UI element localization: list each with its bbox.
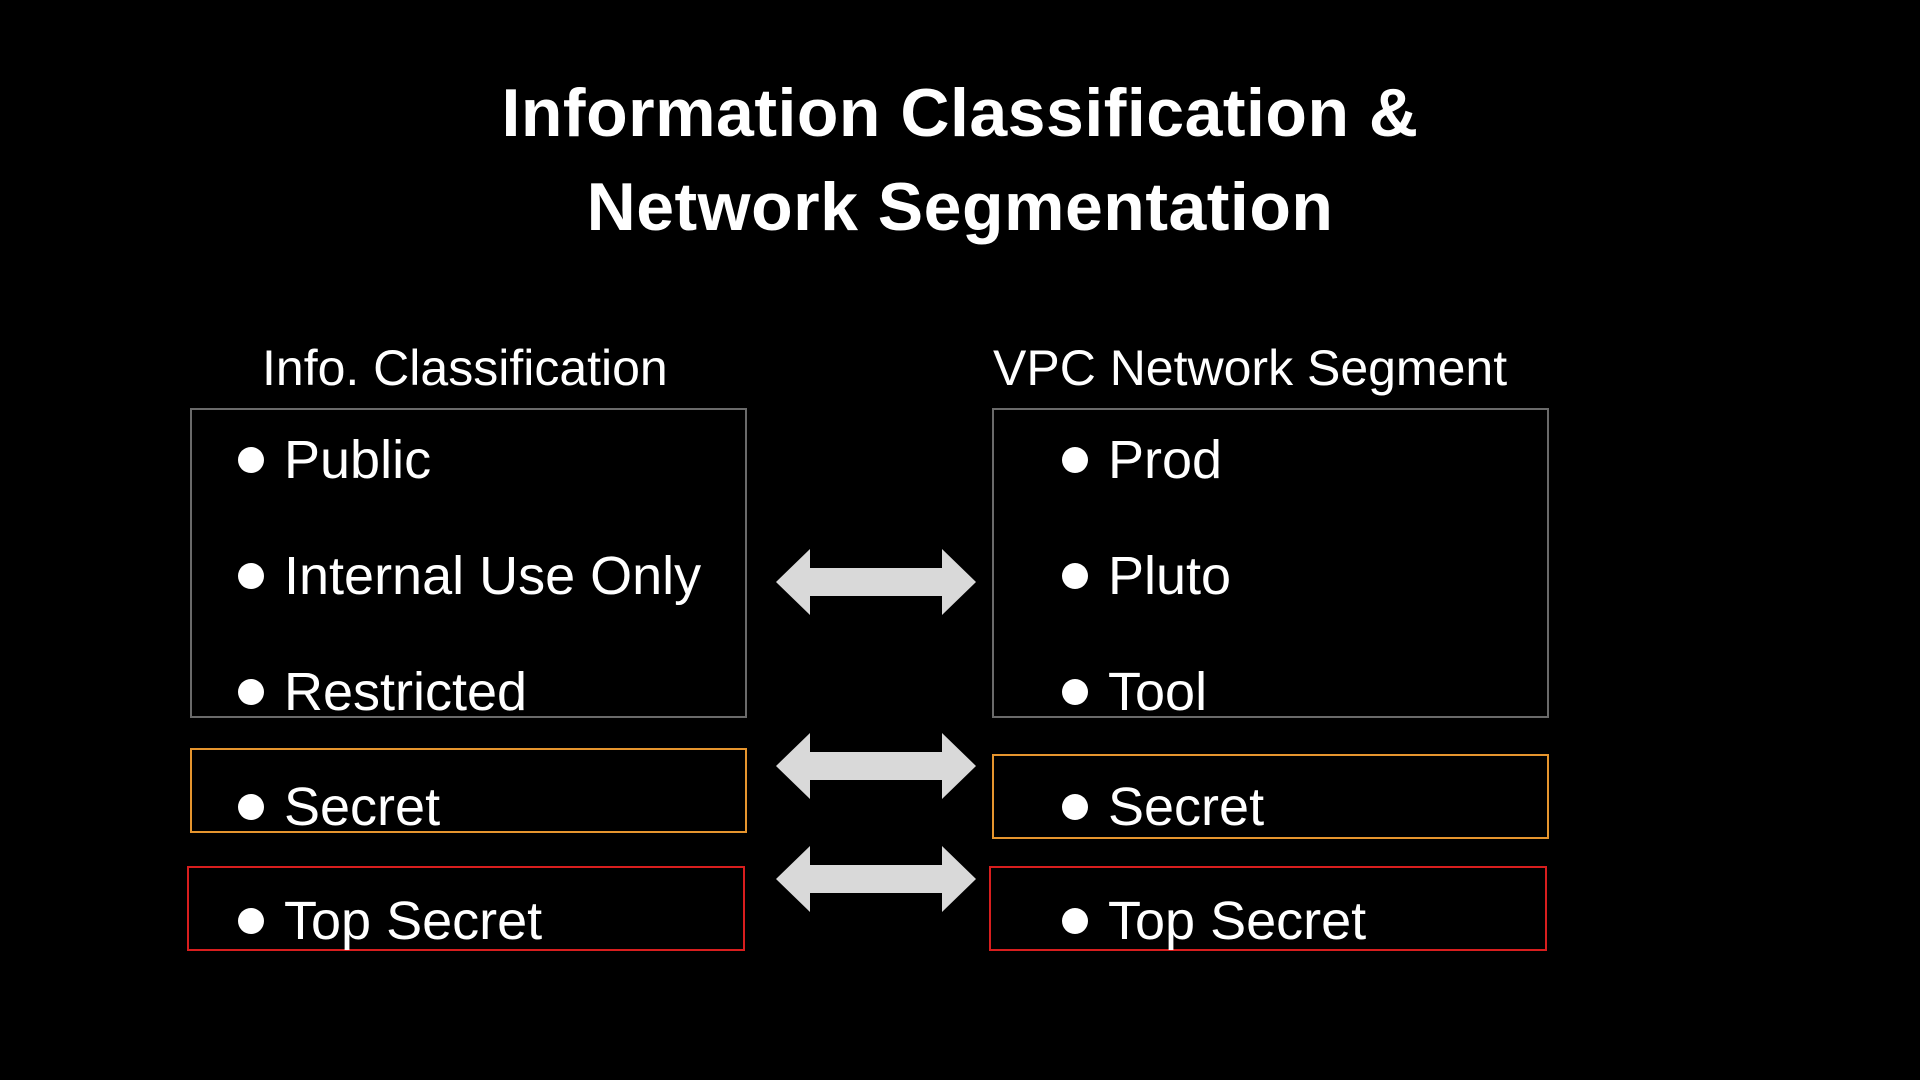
info-item-label: Secret [284,777,441,837]
bullet-icon [1062,679,1088,705]
info-classification-heading: Info. Classification [262,340,668,396]
info-classification-group-box [190,408,747,718]
vpc-item-label: Tool [1108,662,1208,722]
bullet-icon [238,908,264,934]
vpc-item-label: Secret [1108,777,1265,837]
double-arrow-icon [776,846,976,912]
info-item-restricted: Restricted [238,660,527,724]
vpc-item-label: Pluto [1108,546,1232,606]
slide-title: Information Classification & Network Seg… [0,66,1920,254]
bullet-icon [238,679,264,705]
bullet-icon [238,447,264,473]
vpc-item-label: Top Secret [1108,891,1367,951]
info-item-top-secret: Top Secret [238,889,542,953]
vpc-segment-group-box [992,408,1549,718]
bullet-icon [1062,794,1088,820]
vpc-top-secret-box [989,866,1547,951]
info-item-label: Restricted [284,662,528,722]
vpc-secret-box [992,754,1549,839]
bullet-icon [1062,563,1088,589]
vpc-item-prod: Prod [1062,428,1222,492]
vpc-item-label: Prod [1108,430,1223,490]
vpc-item-top-secret: Top Secret [1062,889,1366,953]
bullet-icon [238,563,264,589]
bullet-icon [1062,908,1088,934]
info-secret-box [190,748,747,833]
vpc-item-tool: Tool [1062,660,1207,724]
info-item-label: Internal Use Only [284,546,702,606]
double-arrow-icon [776,733,976,799]
info-item-secret: Secret [238,775,440,839]
vpc-network-segment-heading: VPC Network Segment [993,340,1508,396]
double-arrow-icon [776,549,976,615]
info-item-label: Public [284,430,432,490]
info-top-secret-box [187,866,745,951]
slide-title-line-1: Information Classification & [501,75,1419,151]
bullet-icon [1062,447,1088,473]
vpc-item-secret: Secret [1062,775,1264,839]
bullet-icon [238,794,264,820]
vpc-item-pluto: Pluto [1062,544,1231,608]
slide-title-line-2: Network Segmentation [586,169,1334,245]
info-item-label: Top Secret [284,891,543,951]
info-item-public: Public [238,428,431,492]
info-item-internal-use-only: Internal Use Only [238,544,701,608]
